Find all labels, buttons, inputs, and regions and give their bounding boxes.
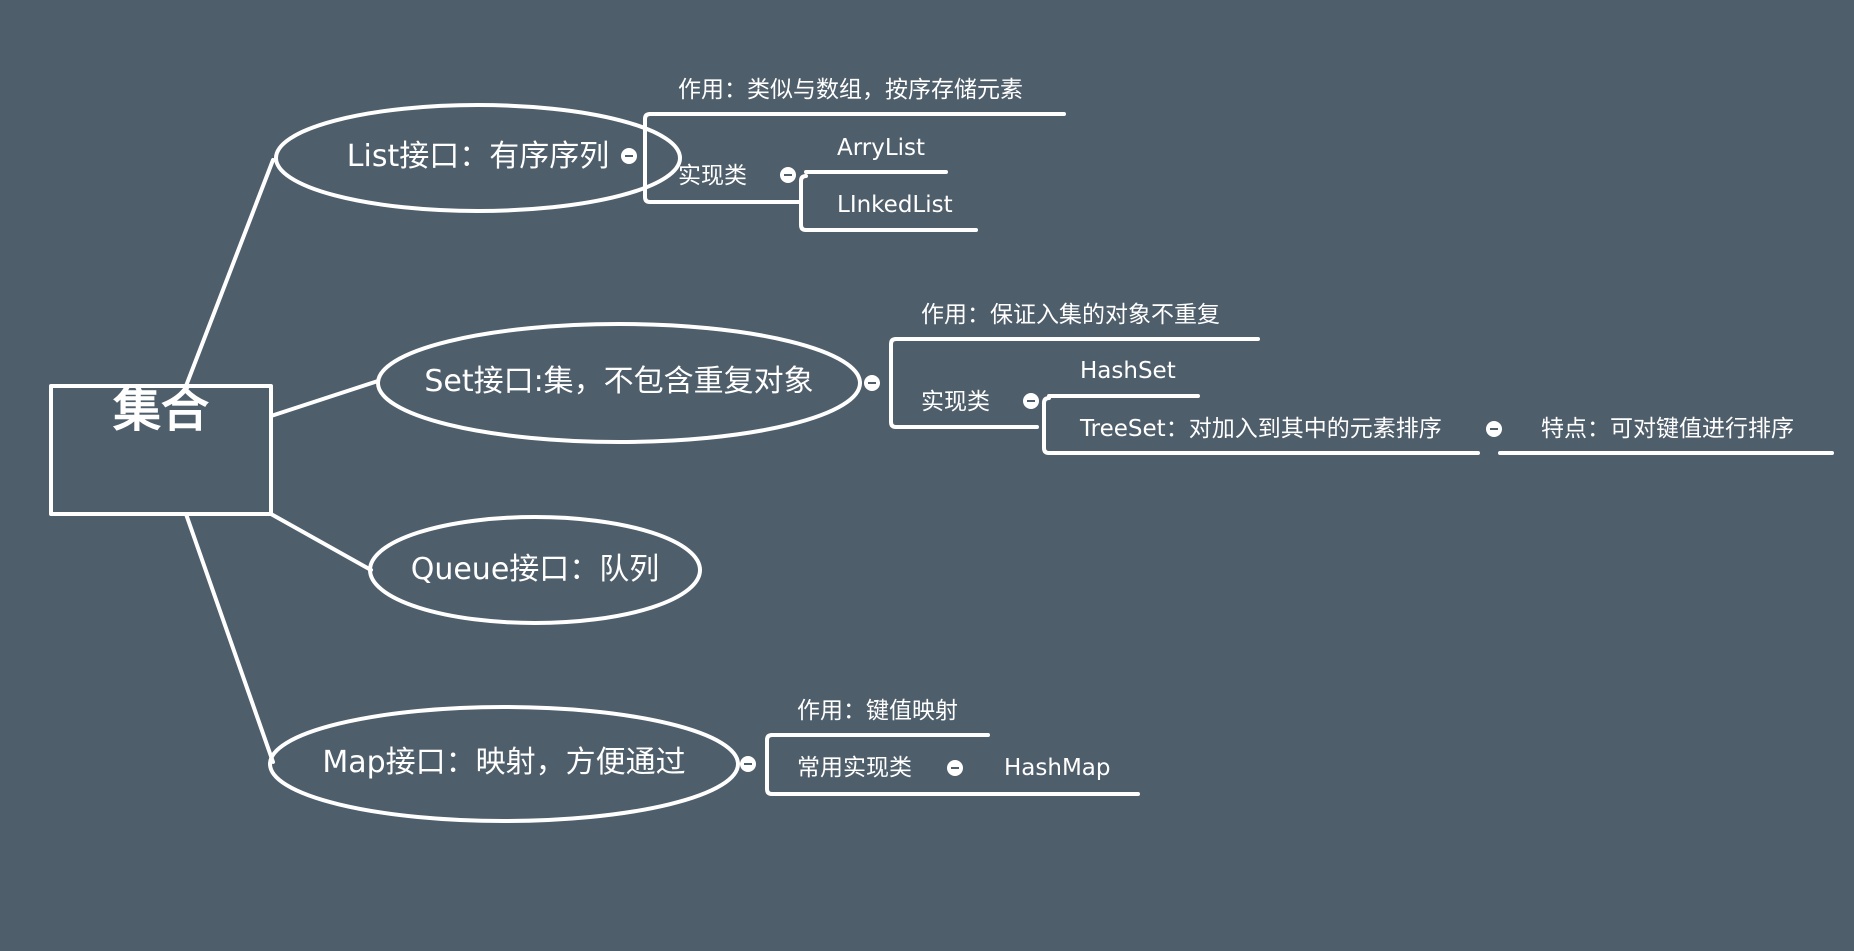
map-impl-hashmap[interactable]: HashMap [1004,755,1111,781]
map-impl-collapse-icon[interactable] [947,760,963,776]
set-impl-hashset[interactable]: HashSet [1080,358,1176,384]
list-purpose-label[interactable]: 作用：类似与数组，按序存储元素 [678,77,1023,103]
set-purpose-label[interactable]: 作用：保证入集的对象不重复 [921,302,1220,328]
set-impl-bracket [1042,396,1051,455]
set-node-ellipse [376,322,862,444]
set-impl-treeset[interactable]: TreeSet：对加入到其中的元素排序 [1080,416,1442,442]
set-collapse-icon[interactable] [864,375,880,391]
list-collapse-icon[interactable] [621,148,637,164]
connector-root-set [269,379,380,418]
list-impl-bracket [799,174,808,232]
connector-root-map [184,512,275,764]
root-node-label[interactable]: 集合 [112,382,209,438]
connector-root-queue [269,512,373,572]
treeset-collapse-icon[interactable] [1486,421,1502,437]
map-node-label[interactable]: Map接口：映射，方便通过 [322,745,686,780]
map-collapse-icon[interactable] [740,756,756,772]
map-impl-label[interactable]: 常用实现类 [797,755,912,781]
set-impl-label[interactable]: 实现类 [921,389,990,415]
map-bracket [765,733,774,796]
set-bracket [889,337,898,429]
set-impl-collapse-icon[interactable] [1023,393,1039,409]
connector-root-list [184,158,275,388]
list-node-label[interactable]: List接口：有序序列 [346,139,610,174]
treeset-feature-label[interactable]: 特点：可对键值进行排序 [1541,416,1794,442]
map-purpose-label[interactable]: 作用：键值映射 [797,698,958,724]
queue-node-ellipse [368,515,702,625]
list-impl-label[interactable]: 实现类 [678,163,747,189]
list-impl-linkedlist[interactable]: LInkedList [837,192,953,218]
root-node-box [49,384,273,516]
list-node-ellipse [274,103,682,213]
list-impl-arrylist[interactable]: ArryList [837,135,926,161]
set-node-label[interactable]: Set接口:集，不包含重复对象 [424,364,814,399]
list-impl-collapse-icon[interactable] [780,167,796,183]
map-node-ellipse [268,705,740,823]
queue-node-label[interactable]: Queue接口：队列 [410,552,660,587]
list-bracket [643,112,652,204]
